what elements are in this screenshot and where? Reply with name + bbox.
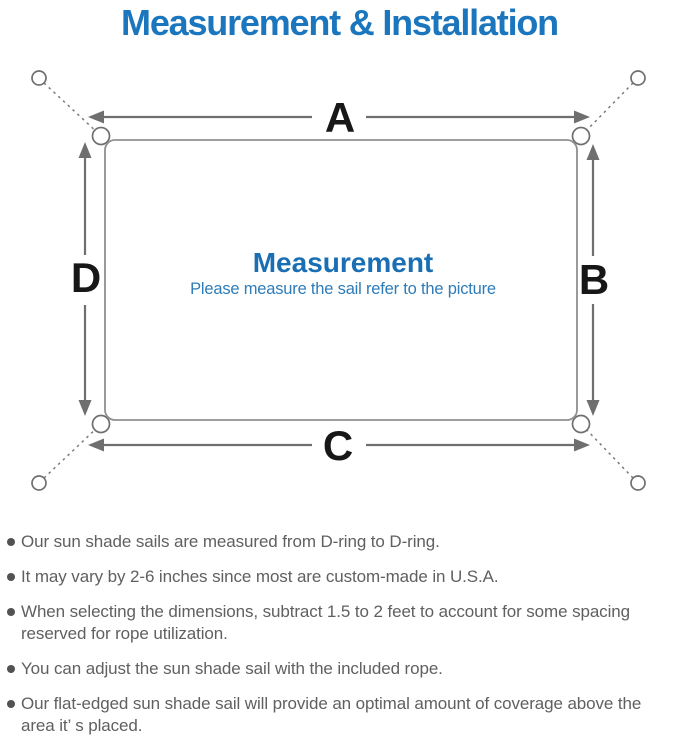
page-title: Measurement & Installation (121, 2, 559, 43)
list-item: Our sun shade sails are measured from D-… (7, 531, 673, 553)
diagram-center-title: Measurement (253, 247, 434, 278)
list-item: When selecting the dimensions, subtract … (7, 601, 673, 645)
rope-top-left (43, 82, 100, 135)
diagram-center-subtitle: Please measure the sail refer to the pic… (190, 280, 496, 298)
bullet-icon (7, 538, 15, 546)
bullet-icon (7, 573, 15, 581)
dimension-label-d: D (71, 254, 101, 301)
d-ring-top-left (91, 126, 111, 146)
note-text: Our flat-edged sun shade sail will provi… (21, 694, 642, 735)
dimension-label-b: B (579, 256, 609, 303)
arrow-b-up-head-icon (586, 144, 600, 160)
list-item: Our flat-edged sun shade sail will provi… (7, 693, 673, 737)
note-text: It may vary by 2-6 inches since most are… (21, 567, 499, 586)
note-text: When selecting the dimensions, subtract … (21, 602, 630, 643)
dimension-label-a: A (325, 94, 355, 141)
arrow-d-down-head-icon (78, 400, 92, 416)
arrow-c-right-head-icon (574, 438, 590, 452)
d-ring-top-right (571, 126, 591, 146)
measurement-diagram: A C D B Measurement Please measure the s… (0, 60, 679, 520)
note-text: You can adjust the sun shade sail with t… (21, 659, 443, 678)
bullet-icon (7, 665, 15, 673)
bullet-icon (7, 700, 15, 708)
anchor-point-bottom-right (630, 475, 646, 491)
arrow-a-left-head-icon (88, 110, 104, 124)
d-ring-bottom-left (91, 414, 111, 434)
note-text: Our sun shade sails are measured from D-… (21, 532, 440, 551)
d-ring-bottom-right (571, 414, 591, 434)
anchor-point-bottom-left (31, 475, 47, 491)
sail-outline (104, 139, 578, 421)
list-item: It may vary by 2-6 inches since most are… (7, 566, 673, 588)
arrow-c-left-head-icon (88, 438, 104, 452)
anchor-point-top-left (31, 70, 47, 86)
arrow-d-up-head-icon (78, 142, 92, 158)
measurement-diagram-canvas: A C D B Measurement Please measure the s… (31, 70, 646, 491)
bullet-icon (7, 608, 15, 616)
arrow-a-right-head-icon (574, 110, 590, 124)
anchor-point-top-right (630, 70, 646, 86)
notes-list: Our sun shade sails are measured from D-… (0, 531, 679, 737)
rope-bottom-right (582, 425, 634, 479)
list-item: You can adjust the sun shade sail with t… (7, 658, 673, 680)
rope-bottom-left (43, 425, 100, 479)
arrow-b-down-head-icon (586, 400, 600, 416)
rope-top-right (582, 82, 634, 135)
dimension-label-c: C (323, 422, 353, 469)
